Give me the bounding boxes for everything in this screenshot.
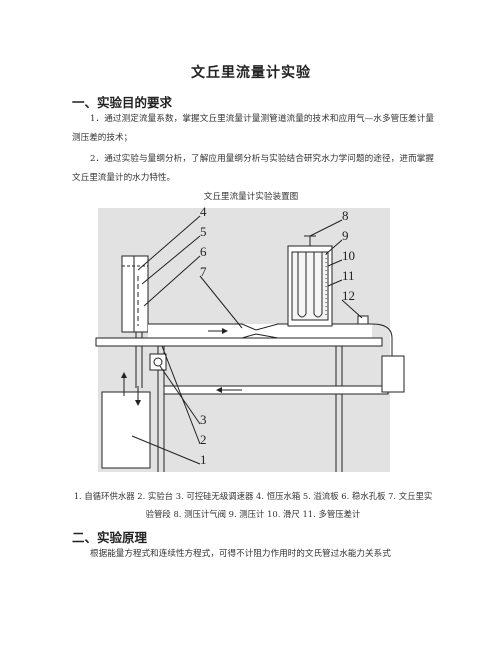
figure-caption: 文丘里流量计实验装置图 — [203, 192, 299, 202]
section-heading-principle: 二、实验原理 — [72, 530, 148, 545]
diagram-label-3: 3 — [200, 412, 207, 427]
apparatus-figure: 4 5 6 7 8 9 10 11 12 3 2 1 — [92, 204, 410, 476]
figure-legend: 1. 自循环供水器 2. 实验台 3. 可控硅无级调速器 4. 恒压水箱 5. … — [73, 491, 433, 519]
objective-paragraph-2: 2．通过实验与量纲分析，了解应用量纲分析与实验结合研究水力学问题的途径，进而掌握… — [72, 154, 434, 183]
apparatus-diagram: 4 5 6 7 8 9 10 11 12 3 2 1 — [95, 204, 405, 472]
diagram-label-12: 12 — [342, 288, 355, 303]
section-heading-objectives: 一、实验目的要求 — [72, 95, 173, 110]
diagram-label-4: 4 — [200, 206, 207, 219]
objective-paragraph-1: 1．通过测定流量系数，掌握文丘里流量计量测管道流量的技术和应用气—水多管压差计量… — [72, 114, 434, 143]
diagram-label-10: 10 — [342, 248, 355, 263]
diagram-label-7: 7 — [200, 264, 207, 279]
diagram-label-6: 6 — [200, 244, 207, 259]
diagram-label-5: 5 — [200, 224, 207, 239]
diagram-label-2: 2 — [200, 432, 207, 447]
page-title: 文丘里流量计实验 — [191, 65, 311, 81]
diagram-label-8: 8 — [342, 208, 349, 223]
diagram-label-1: 1 — [200, 452, 207, 467]
diagram-label-9: 9 — [342, 228, 349, 243]
principle-paragraph: 根据能量方程式和连续性方程式，可得不计阻力作用时的文氏管过水能力关系式 — [90, 549, 391, 559]
diagram-label-11: 11 — [342, 268, 355, 283]
